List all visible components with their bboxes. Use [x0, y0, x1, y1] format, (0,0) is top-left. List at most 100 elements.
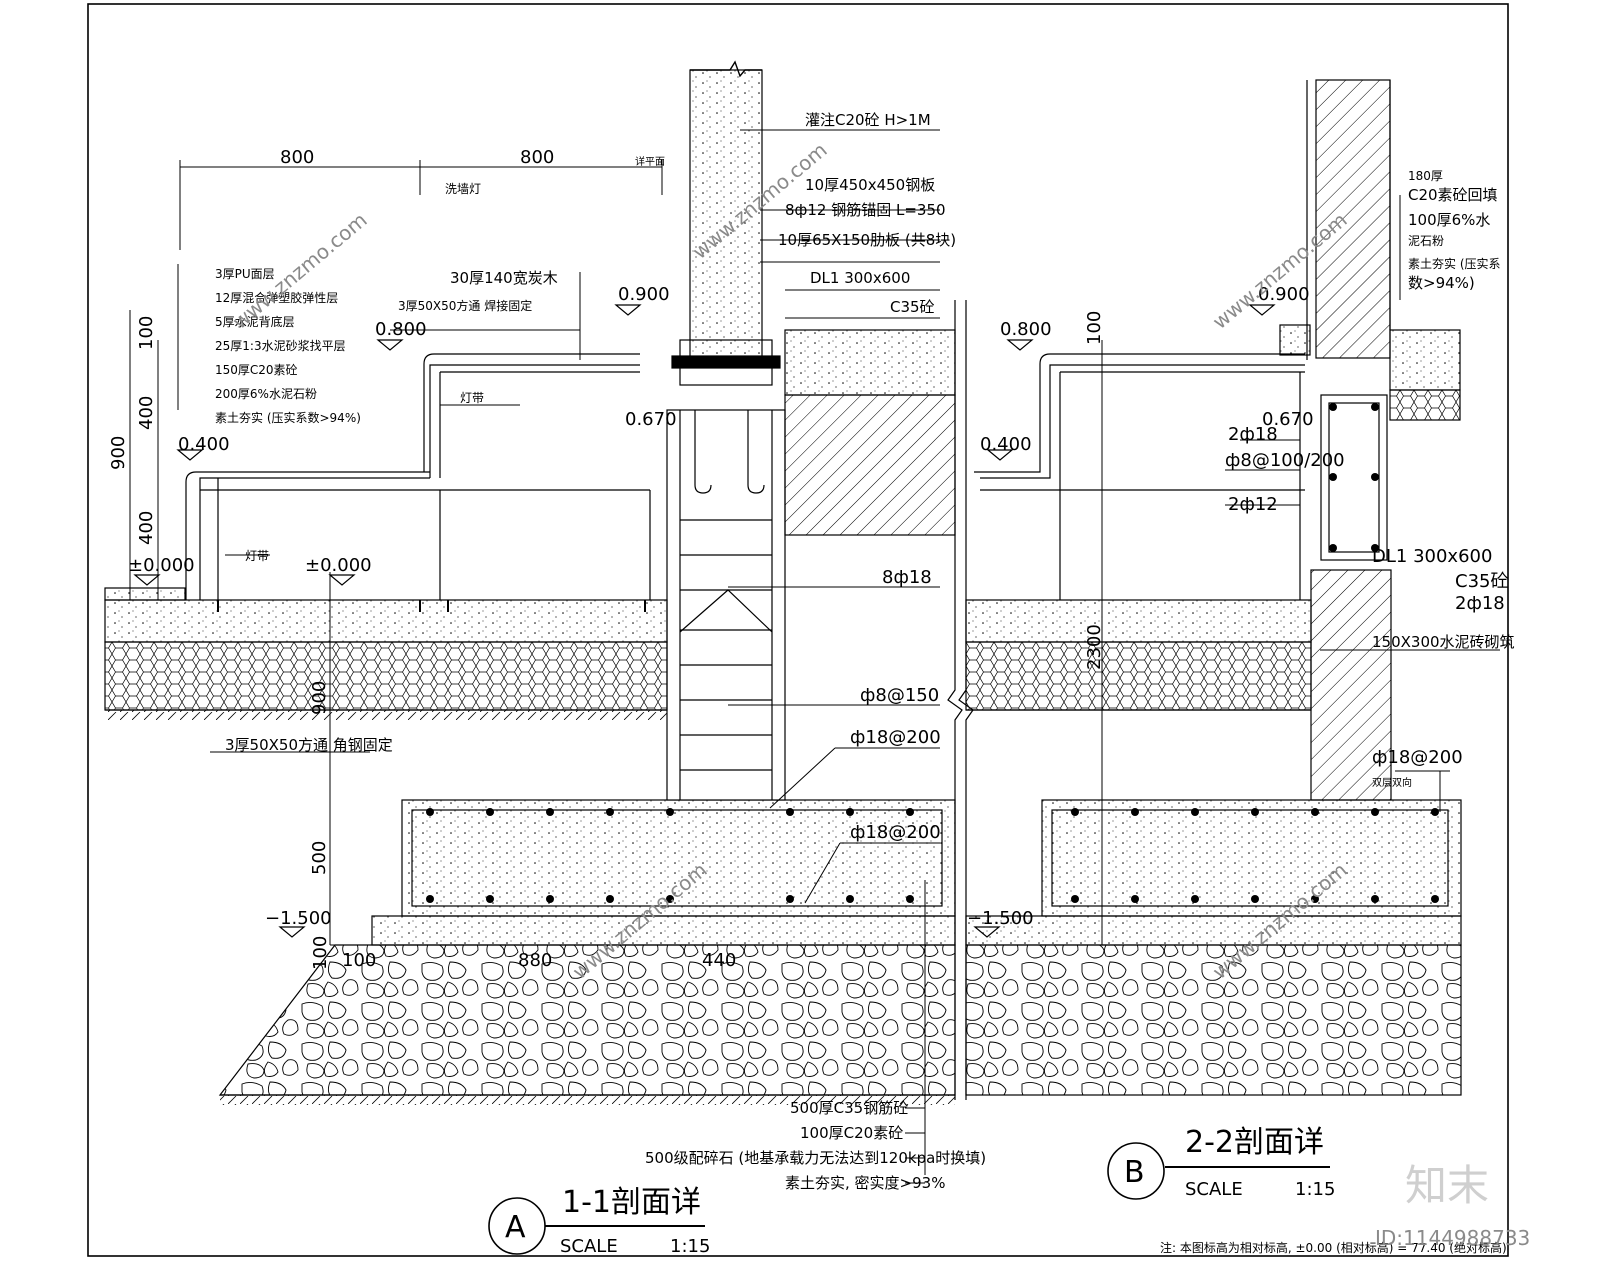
level-0800-a: 0.800	[375, 319, 427, 340]
dim-100: 100	[136, 316, 157, 350]
layer-5: 150厚C20素砼	[215, 363, 298, 377]
level-m1500-a: −1.500	[265, 908, 332, 929]
level-0400-a: 0.400	[178, 434, 230, 455]
wall-layer-6: 数>94%)	[1408, 274, 1475, 292]
dim-800-left: 800	[280, 147, 314, 168]
watermark-id: ID:1144988733	[1375, 1226, 1530, 1250]
layer-2: 12厚混合弹塑胶弹性层	[215, 290, 338, 305]
frame	[87, 3, 1509, 1257]
wash-wall-light-label: 洗墙灯	[445, 182, 481, 196]
foundation-layer-4: 素土夯实, 密实度>93%	[785, 1174, 945, 1192]
wall-hatch	[784, 394, 956, 536]
dim-880: 880	[518, 950, 552, 971]
level-m1500-b: −1.500	[967, 908, 1034, 929]
c20-pour-label: 灌注C20砼 H>1M	[805, 111, 931, 129]
level-0670-a: 0.670	[625, 409, 677, 430]
beam-dl1	[784, 329, 956, 396]
dl1-b-label: DL1 300x600	[1372, 546, 1492, 567]
level-0800-b: 0.800	[1000, 319, 1052, 340]
layer-7: 素土夯实 (压实系数>94%)	[215, 410, 361, 425]
rebar-d8: ф8@100/200	[1225, 450, 1345, 471]
dim-100-b: 100	[1084, 311, 1105, 345]
section-b-rebar	[1071, 403, 1439, 903]
rebar-8d18-label: 8ф18	[882, 567, 932, 588]
raft-rebar-cage	[411, 809, 943, 907]
watermark-logo: 知末	[1405, 1161, 1489, 1210]
bubble-b: B	[1124, 1155, 1145, 1190]
layer-3: 5厚水泥背底层	[215, 314, 295, 329]
c35-label: C35砼	[890, 298, 935, 316]
raft-foundation-b	[1041, 799, 1462, 917]
bar-b-label: ф18@200	[1372, 747, 1463, 768]
section-b	[965, 79, 1462, 1096]
dim-100-bottom: 100	[310, 936, 331, 970]
section-b-text: 0.900 0.800 0.670 0.400 −1.500 100 2300 …	[967, 169, 1515, 929]
layer-4: 25厚1:3水泥砂浆找平层	[215, 338, 346, 353]
dim-400-lower: 400	[136, 511, 157, 545]
rebar-2d18-b: 2ф18	[1455, 593, 1505, 614]
section-a	[104, 60, 956, 1105]
section-a-title: 1-1剖面详	[562, 1185, 701, 1220]
wall-layer-4: 泥石粉	[1408, 234, 1444, 248]
title-block-a: A 1-1剖面详 SCALE 1:15	[488, 1185, 710, 1257]
foundation-layer-1: 500厚C35钢筋砼	[790, 1099, 908, 1117]
level-0400-b: 0.400	[980, 434, 1032, 455]
section-b-scale-value: 1:15	[1295, 1179, 1335, 1200]
column-pedestal	[666, 409, 786, 801]
foundation-layer-3: 500级配碎石 (地基承载力无法达到120kpa时换填)	[645, 1149, 986, 1167]
rebar-2d18-a: 2ф18	[1228, 424, 1278, 445]
level-0000-b: ±0.000	[305, 555, 372, 576]
slab-stone-layer	[104, 641, 668, 711]
anchor-label: 8ф12 钢筋锚固 L=350	[785, 201, 946, 219]
wall-layer-2: C20素砼回填	[1408, 186, 1498, 204]
ground-hatch	[220, 1095, 955, 1105]
level-markers	[133, 304, 1276, 938]
foundation-layer-2: 100厚C20素砼	[800, 1124, 903, 1142]
bar-top-label: ф18@200	[850, 727, 941, 748]
plate-label: 10厚450x450钢板	[805, 176, 935, 194]
elevation-note: 注: 本图标高为相对标高, ±0.00 (相对标高) = 77.40 (绝对标高…	[1160, 1240, 1507, 1255]
dim-900-mid: 900	[309, 681, 330, 715]
brick-wall	[1310, 569, 1392, 801]
wall-layer-3: 100厚6%水	[1408, 211, 1490, 229]
c20-cushion	[371, 915, 956, 946]
wall-layer-1: 180厚	[1408, 169, 1443, 183]
dim-100-base: 100	[342, 950, 376, 971]
bar-bottom-label: ф18@200	[850, 822, 941, 843]
layer-6: 200厚6%水泥石粉	[215, 387, 317, 401]
wall-layer-5: 素土夯实 (压实系	[1408, 256, 1501, 271]
wood-label: 30厚140宽炭木	[450, 269, 558, 287]
section-a-scale-label: SCALE	[560, 1236, 618, 1257]
section-b-title: 2-2剖面详	[1185, 1125, 1324, 1160]
double-label: 双层双向	[1372, 776, 1412, 789]
rebar-2d12: 2ф12	[1228, 494, 1278, 515]
level-0900-a: 0.900	[618, 284, 670, 305]
tube-angle-label: 3厚50X50方通 角钢固定	[225, 736, 393, 754]
section-a-rebar	[426, 808, 914, 903]
dim-900-left: 900	[108, 436, 129, 470]
light-strip-lower: 灯带	[245, 549, 269, 563]
detail-plan-label: 详平面	[635, 155, 665, 168]
raft-foundation	[401, 799, 956, 917]
level-0670-b: 0.670	[1262, 409, 1314, 430]
light-strip-upper: 灯带	[460, 391, 484, 405]
c35-b-label: C35砼	[1455, 571, 1508, 592]
level-0000-a: ±0.000	[128, 555, 195, 576]
dl1-label: DL1 300x600	[810, 269, 910, 287]
bubble-a: A	[505, 1210, 526, 1245]
upper-wall	[1315, 79, 1391, 359]
gravel-base-b	[965, 944, 1462, 1096]
stirrup-label: ф8@150	[860, 685, 939, 706]
section-b-scale-label: SCALE	[1185, 1179, 1243, 1200]
rib-plate-label: 10厚65X150肋板 (共8块)	[778, 231, 956, 249]
dim-400-upper: 400	[136, 396, 157, 430]
level-0900-b: 0.900	[1258, 284, 1310, 305]
dim-800-right: 800	[520, 147, 554, 168]
beam-dl1-b	[1320, 394, 1388, 561]
dim-2300: 2300	[1084, 624, 1105, 670]
wall-label: 150X300水泥砖砌筑	[1372, 633, 1515, 651]
dimension-lines	[129, 129, 1500, 1184]
tube-weld-label: 3厚50X50方通 焊接固定	[398, 298, 532, 313]
section-a-scale-value: 1:15	[670, 1236, 710, 1257]
